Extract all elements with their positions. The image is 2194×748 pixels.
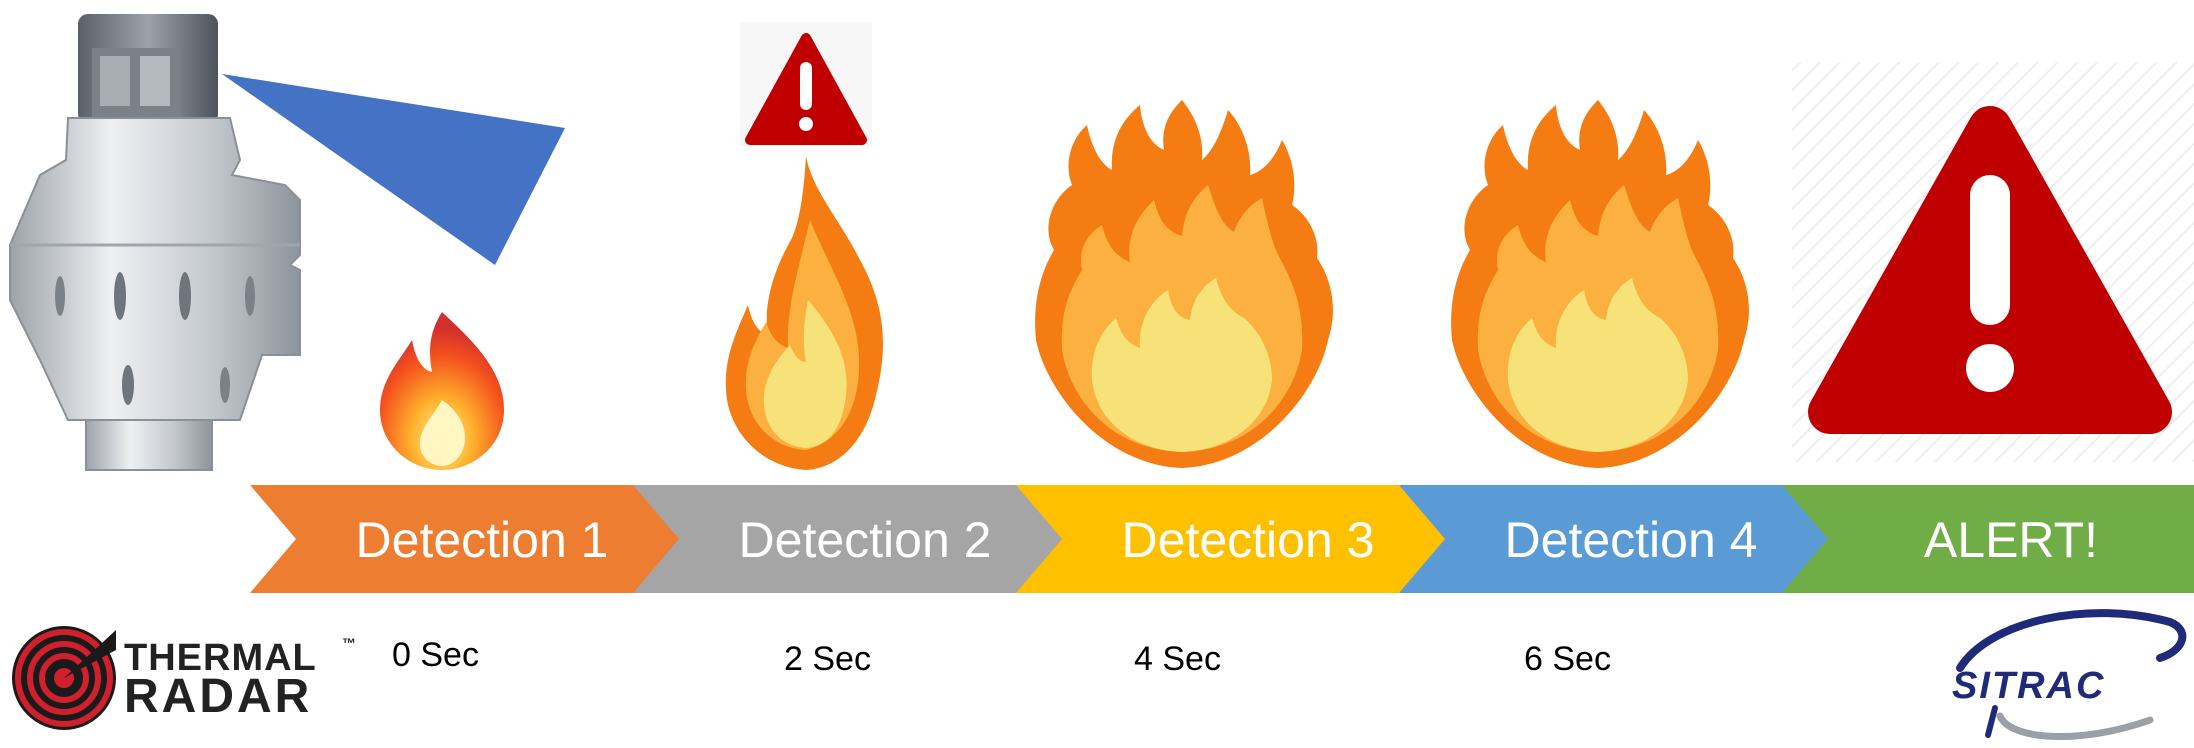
detection-beam-icon xyxy=(222,74,565,265)
chevron-step-4 xyxy=(1399,485,1863,593)
small-fire-icon xyxy=(380,312,504,470)
logo-line-1: THERMAL xyxy=(124,637,317,679)
time-label-step-1: 0 Sec xyxy=(392,636,479,674)
large-fire-icon xyxy=(1451,100,1749,468)
chevron-step-2 xyxy=(633,485,1097,593)
time-label-step-3: 4 Sec xyxy=(1134,640,1221,678)
time-label-step-4: 6 Sec xyxy=(1524,640,1611,678)
chevron-step-3 xyxy=(1016,485,1480,593)
thermal-radar-logo: THERMAL ™ RADAR xyxy=(12,626,356,730)
sitrac-logo: SITRAC xyxy=(1952,609,2187,740)
fire-icon xyxy=(725,156,883,470)
chevron-step-5 xyxy=(1782,485,2194,593)
alert-triangle-icon xyxy=(1792,62,2194,462)
chevron-label-1: Detection 1 xyxy=(356,512,609,568)
chevron-label-4: Detection 4 xyxy=(1505,512,1758,568)
large-fire-icon xyxy=(1035,100,1333,468)
chevron-step-1 xyxy=(250,485,714,593)
chevron-label-3: Detection 3 xyxy=(1122,512,1375,568)
thermal-sensor-icon xyxy=(9,14,301,471)
time-label-step-2: 2 Sec xyxy=(784,640,871,678)
logo-line-2: RADAR xyxy=(124,670,312,723)
chevron-process-row: Detection 1 Detection 2 Detection 3 Detecti… xyxy=(250,485,2194,593)
warning-triangle-icon xyxy=(740,22,872,146)
chevron-label-2: Detection 2 xyxy=(739,512,992,568)
chevron-label-5: ALERT! xyxy=(1924,512,2098,568)
sitrac-wordmark: SITRAC xyxy=(1952,665,2105,707)
radar-rings-icon xyxy=(12,626,116,730)
logo-trademark: ™ xyxy=(342,635,356,651)
time-labels: 0 Sec 2 Sec 4 Sec 6 Sec xyxy=(392,636,1611,678)
